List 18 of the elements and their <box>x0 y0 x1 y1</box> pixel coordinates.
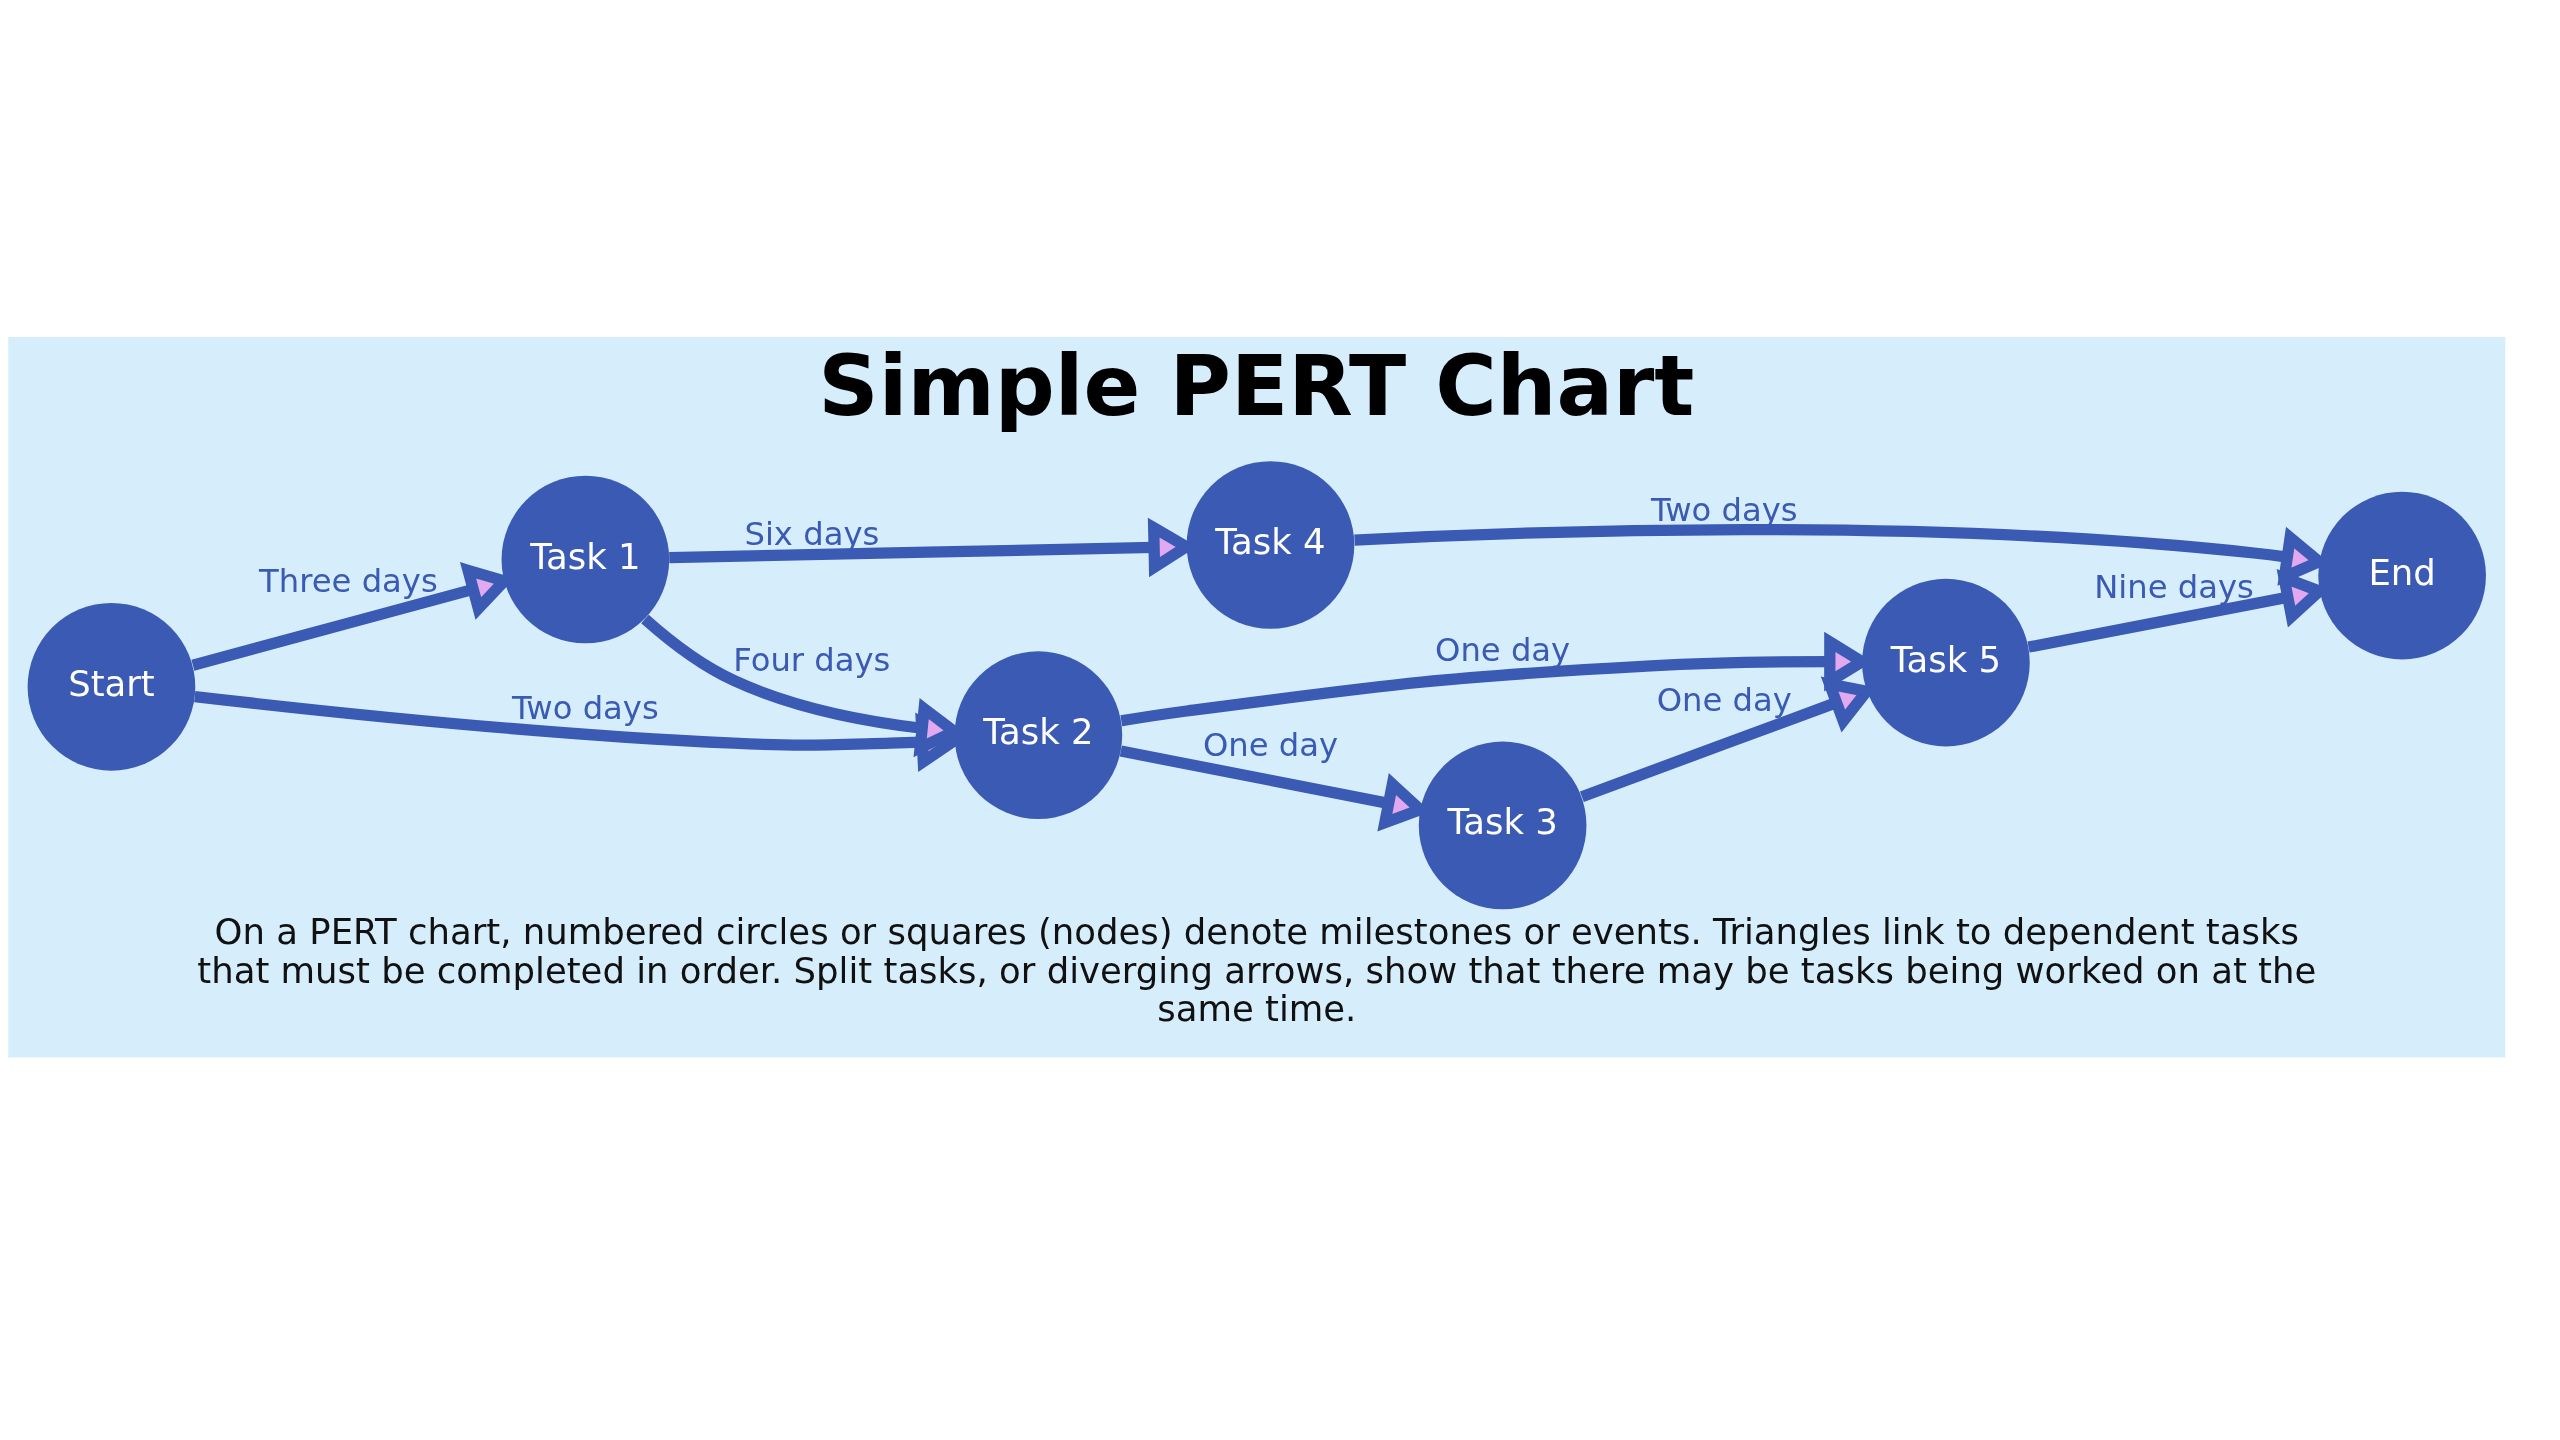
edge-label: One day <box>1202 725 1339 764</box>
node-circle: End <box>2318 491 2486 659</box>
diagram-title: Simple PERT Chart <box>818 336 1695 435</box>
edge-label: One day <box>1656 680 1792 719</box>
edge-label: Six days <box>744 514 880 553</box>
node-circle: Task 5 <box>1862 578 2030 746</box>
edge-label: Four days <box>733 640 891 679</box>
edge-label: Two days <box>1650 490 1798 529</box>
edge-label: Nine days <box>2094 567 2254 606</box>
node-circle: Task 3 <box>1418 741 1587 909</box>
edge-label: One day <box>1435 630 1571 669</box>
node-circle: Task 4 <box>1186 460 1355 629</box>
caption: On a PERT chart, numbered circles or squares (nodes) denote milestones or events. Triangles link to dependent tasks that must be completed in order. Split tasks, or diverging arrows, show that there may be tasks being worked on at the same time. <box>197 910 2317 1029</box>
node-circle: Start <box>27 602 196 771</box>
node-circle: Task 2 <box>954 650 1123 819</box>
edge-label: Two days <box>511 688 659 727</box>
node-circle: Task 1 <box>501 475 670 643</box>
edge-label: Three days <box>259 561 438 600</box>
